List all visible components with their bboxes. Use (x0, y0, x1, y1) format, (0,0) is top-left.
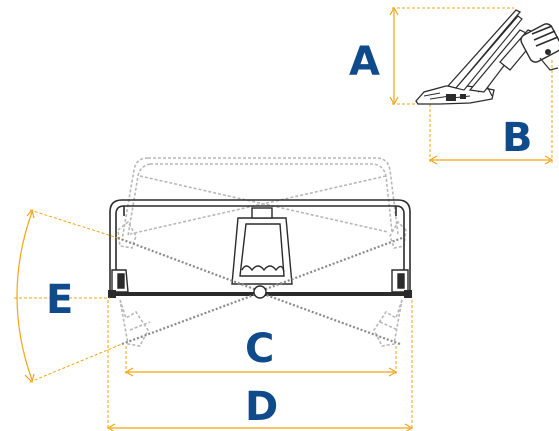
label-b: B (502, 115, 533, 161)
dimension-a-line (389, 6, 399, 106)
dimension-e-arc (16, 208, 35, 384)
side-view-illustration (392, 7, 559, 164)
dimension-b-line (428, 155, 554, 165)
label-e: E (46, 277, 73, 323)
front-view-illustration (108, 157, 412, 347)
label-c: C (245, 326, 274, 372)
extension-lines (14, 209, 413, 430)
label-d: D (245, 384, 278, 430)
dimension-c-line (124, 367, 398, 377)
label-a: A (349, 39, 380, 85)
